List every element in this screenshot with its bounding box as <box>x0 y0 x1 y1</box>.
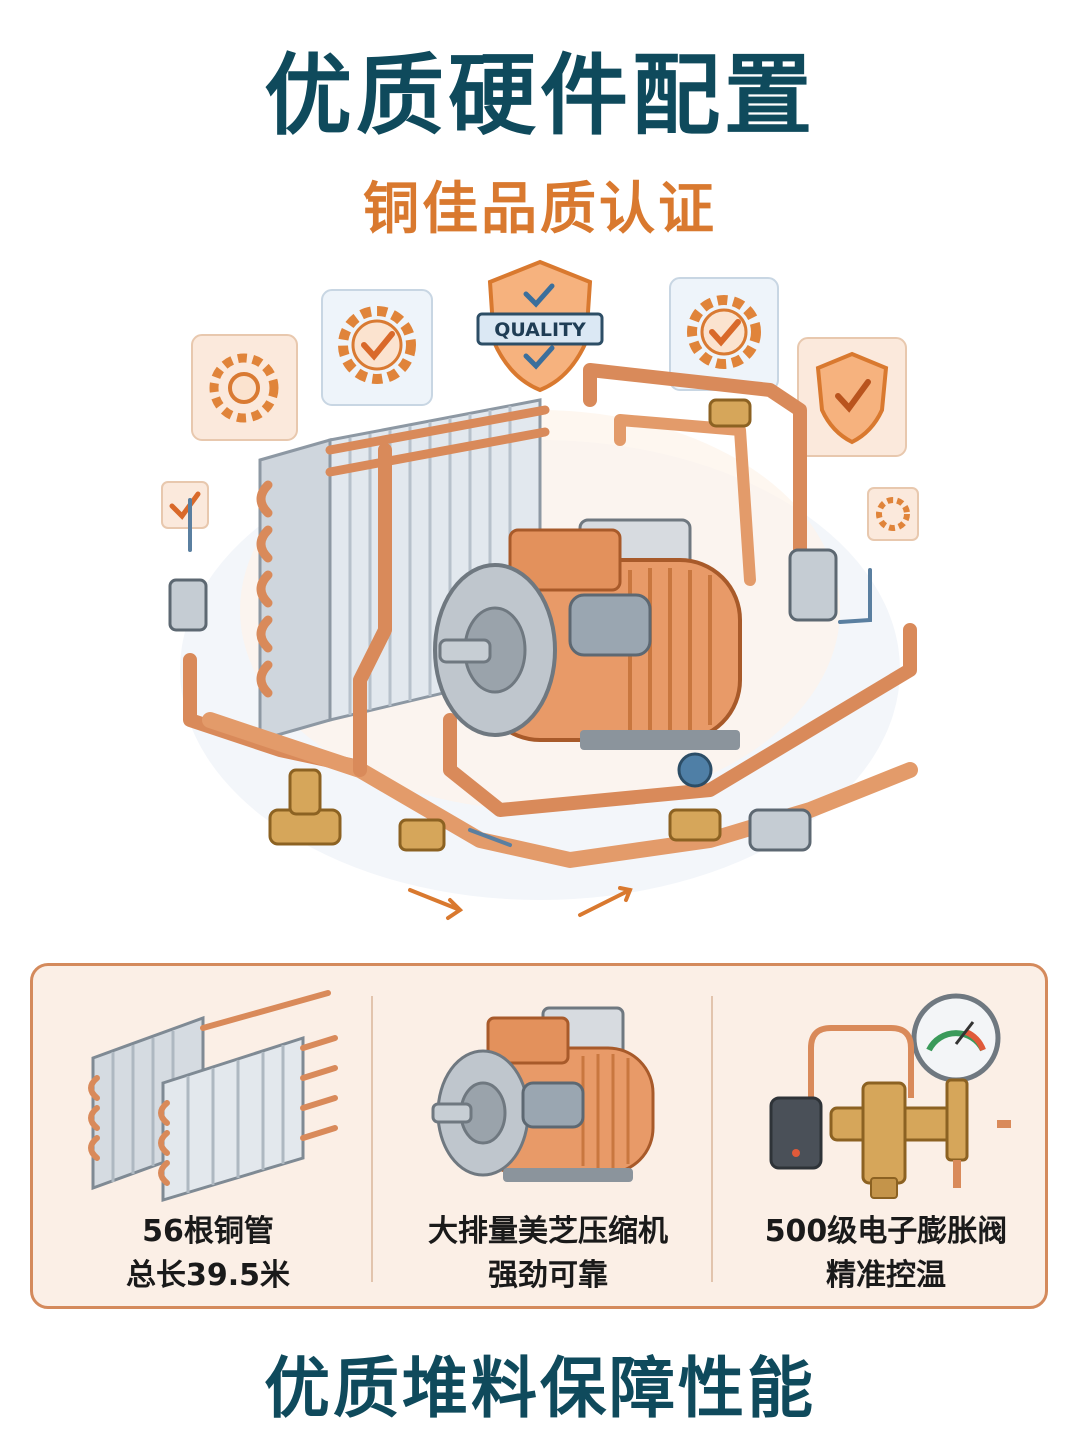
footer-tagline: 优质堆料保障性能 <box>264 1350 816 1427</box>
feature-line-2: 精准控温 <box>826 1257 946 1293</box>
compressor-icon <box>431 1006 655 1182</box>
small-gear-icon <box>867 487 919 541</box>
feature-line-2: 强劲可靠 <box>488 1257 608 1293</box>
gear-check-icon <box>321 289 433 406</box>
feature-label: 500级电子膨胀阀 精准控温 <box>721 1210 1051 1297</box>
gear-check-icon-right <box>669 277 779 391</box>
page-subtitle: 铜佳品质认证 <box>363 177 717 242</box>
features-panel: 56根铜管 总长39.5米 大排量美芝压缩机 强劲可靠 <box>30 963 1048 1309</box>
feature-line-2: 总长39.5米 <box>125 1257 291 1293</box>
gear-icon <box>191 334 298 441</box>
feature-label: 大排量美芝压缩机 强劲可靠 <box>383 1210 713 1297</box>
brass-fittings <box>168 398 838 852</box>
shield-check-icon <box>797 337 907 457</box>
flow-arrows <box>188 498 872 920</box>
divider <box>711 996 713 1282</box>
quality-shield-icon: QUALITY <box>476 259 604 393</box>
page-title: 优质硬件配置 <box>263 44 816 147</box>
checkbox-icon <box>161 481 209 529</box>
copper-coil-icon <box>88 990 338 1203</box>
expansion-valve-icon <box>769 993 1011 1199</box>
badge-text: QUALITY <box>494 319 586 341</box>
feature-line-1: 56根铜管 <box>142 1214 274 1249</box>
feature-card-compressor: 大排量美芝压缩机 强劲可靠 <box>383 978 713 1298</box>
compressor <box>433 518 742 750</box>
feature-line-1: 500级电子膨胀阀 <box>764 1214 1008 1249</box>
copper-piping <box>183 363 918 868</box>
feature-card-copper-tubes: 56根铜管 总长39.5米 <box>43 978 373 1298</box>
feature-card-expansion-valve: 500级电子膨胀阀 精准控温 <box>721 978 1051 1298</box>
hero-illustration: QUALITY <box>150 250 930 930</box>
divider <box>371 996 373 1282</box>
feature-line-1: 大排量美芝压缩机 <box>428 1214 668 1249</box>
feature-label: 56根铜管 总长39.5米 <box>43 1210 373 1297</box>
